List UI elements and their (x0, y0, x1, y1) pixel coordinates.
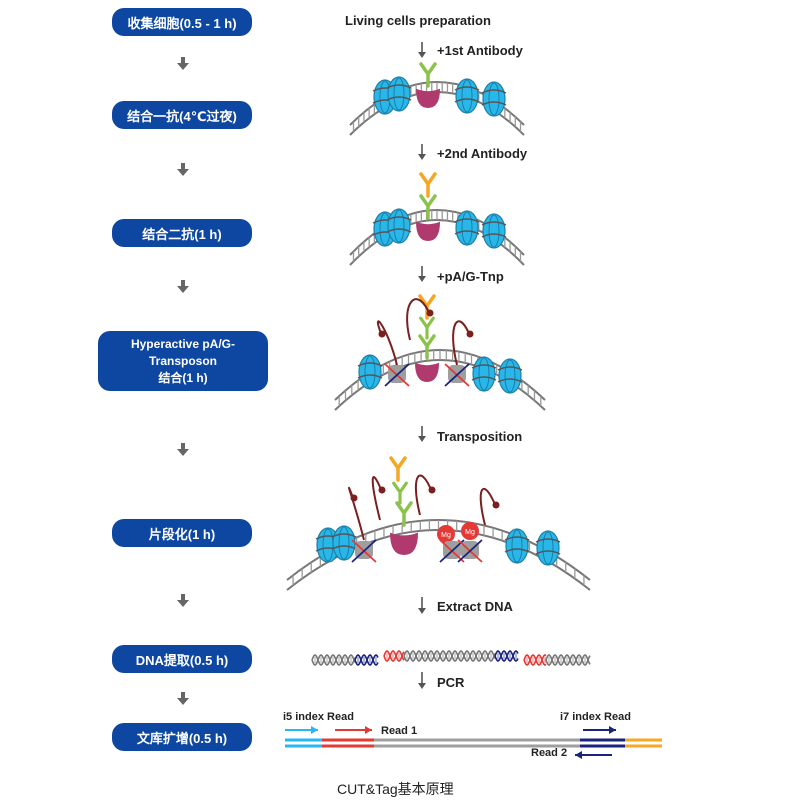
antibody-icon (395, 501, 413, 527)
step-label: DNA提取(0.5 h) (135, 652, 229, 668)
label-i7-index-read: i7 index Read (560, 711, 631, 723)
stage-arrow-icon (418, 597, 426, 614)
read-arrow-read1 (335, 726, 372, 734)
nucleosome-icon (504, 528, 530, 564)
panel-pag-tnp (334, 294, 546, 411)
label-transposition: Transposition (437, 429, 523, 444)
stage-arrow-icon (418, 144, 426, 160)
nucleosome-icon (331, 525, 357, 561)
panel-library-structure (285, 726, 662, 759)
label-living-cells: Living cells preparation (345, 13, 491, 28)
step-label: 收集细胞(0.5 - 1 h) (127, 15, 237, 31)
transposase-icon (351, 539, 377, 563)
step-label: Hyperactive pA/G-Transposon (130, 336, 236, 368)
nucleosome-icon (386, 208, 412, 244)
step-transposon-binding: Hyperactive pA/G-Transposon 结合(1 h) (98, 331, 268, 391)
transposase-icon (439, 539, 465, 563)
antibody-icon (419, 316, 435, 340)
read-arrow-i7 (583, 726, 616, 734)
tether-icon (452, 320, 474, 366)
nucleosome-icon (481, 81, 507, 117)
step-label-sub: 结合(1 h) (158, 370, 208, 385)
transposase-icon (444, 363, 470, 387)
nucleosome-icon (481, 213, 507, 249)
mg-ion-icon: Mg (461, 522, 479, 540)
tether-icon (406, 298, 434, 341)
panel-extract-dna (311, 650, 591, 666)
mg-ion-icon: Mg (437, 525, 455, 543)
stage-arrow-icon (418, 426, 426, 442)
label-first-antibody: +1st Antibody (437, 43, 523, 58)
dna-fragment (354, 654, 379, 666)
transposase-icon (457, 539, 483, 563)
dna-fragment (403, 650, 496, 662)
antibody-icon (419, 62, 437, 88)
figure-caption: CUT&Tag基本原理 (337, 781, 454, 797)
nucleosome-icon (386, 76, 412, 112)
step-fragmentation: 片段化(1 h) (112, 519, 252, 547)
tether-icon (348, 486, 365, 541)
dna-fragment (545, 654, 591, 666)
read-arrow-read2 (575, 751, 612, 759)
mg-ion-label: Mg (441, 532, 451, 539)
step-label: 片段化(1 h) (148, 526, 216, 542)
label-i5-index-read: i5 index Read (283, 711, 354, 723)
antibody-icon (418, 334, 436, 360)
antibody-icon (419, 194, 437, 220)
step-library-amplification: 文库扩增(0.5 h) (112, 723, 252, 751)
antibody-icon (392, 481, 408, 505)
label-read-1: Read 1 (381, 725, 418, 737)
mg-ion-label: Mg (465, 529, 475, 536)
step-label: 结合二抗(1 h) (142, 226, 222, 242)
step-dna-extraction: DNA提取(0.5 h) (112, 645, 252, 673)
tether-icon (414, 474, 436, 516)
nucleosome-icon (471, 356, 497, 392)
dna-fragment (523, 654, 547, 666)
step-label: 文库扩增(0.5 h) (136, 730, 228, 746)
label-second-antibody: +2nd Antibody (437, 146, 528, 161)
transposase-icon (384, 363, 410, 387)
antibody-icon (419, 172, 437, 198)
step-label: 结合一抗(4℃过夜) (127, 108, 237, 124)
read-arrow-i5 (285, 726, 318, 734)
label-pcr: PCR (437, 675, 465, 690)
nucleosome-icon (357, 354, 383, 390)
dna-fragment (311, 654, 356, 666)
stage-arrow-icon (418, 266, 426, 282)
target-protein-icon (415, 362, 439, 382)
target-protein-icon (416, 88, 440, 108)
stage-arrow-icon (418, 42, 426, 58)
step-primary-antibody: 结合一抗(4℃过夜) (112, 101, 252, 129)
label-extract-dna: Extract DNA (437, 599, 513, 614)
target-protein-icon (416, 221, 440, 241)
stage-arrow-icon (418, 672, 426, 689)
label-read-2: Read 2 (531, 747, 568, 759)
step-collect-cells: 收集细胞(0.5 - 1 h) (112, 8, 252, 36)
dna-fragment (383, 650, 405, 662)
step-secondary-antibody: 结合二抗(1 h) (112, 219, 252, 247)
nucleosome-icon (454, 210, 480, 246)
nucleosome-icon (454, 78, 480, 114)
nucleosome-icon (535, 530, 561, 566)
panel-first-antibody (349, 62, 525, 136)
tether-icon (376, 320, 398, 366)
dna-fragment (494, 650, 519, 662)
tether-icon (479, 487, 500, 526)
tether-icon (371, 476, 386, 521)
panel-second-antibody (349, 172, 525, 266)
label-pag-tnp: +pA/G-Tnp (437, 269, 504, 284)
target-protein-icon (390, 532, 418, 555)
nucleosome-icon (497, 358, 523, 394)
panel-transposition: Mg Mg (286, 456, 591, 591)
antibody-icon (389, 456, 407, 482)
